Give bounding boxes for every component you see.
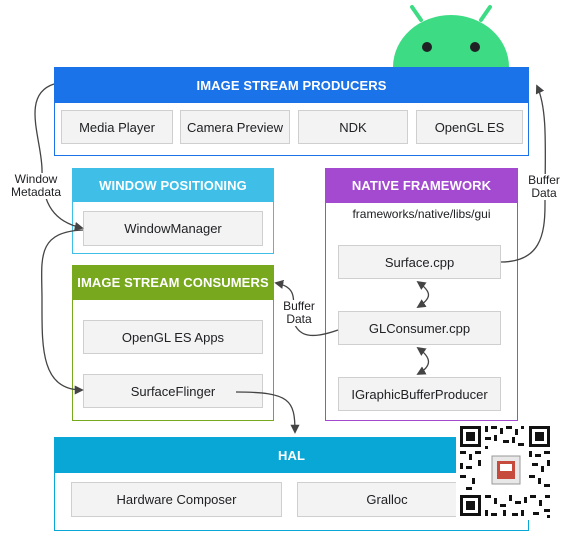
native-framework-path: frameworks/native/libs/gui <box>352 207 491 221</box>
opengl-es-box: OpenGL ES <box>416 110 523 144</box>
window-metadata-label: Window Metadata <box>4 173 68 199</box>
camera-preview-box: Camera Preview <box>180 110 290 144</box>
producers-header: IMAGE STREAM PRODUCERS <box>54 67 529 103</box>
native-framework-header: NATIVE FRAMEWORK <box>325 168 518 203</box>
ndk-box: NDK <box>298 110 408 144</box>
buffer-data-right-label: Buffer Data <box>523 174 565 200</box>
opengl-es-apps-box: OpenGL ES Apps <box>83 320 263 354</box>
media-player-box: Media Player <box>61 110 173 144</box>
glconsumer-cpp-box: GLConsumer.cpp <box>338 311 501 345</box>
window-positioning-header: WINDOW POSITIONING <box>72 168 274 202</box>
consumers-header: IMAGE STREAM CONSUMERS <box>72 265 274 300</box>
window-manager-box: WindowManager <box>83 211 263 246</box>
buffer-data-mid-label: Buffer Data <box>278 300 320 326</box>
igraphicbufferproducer-box: IGraphicBufferProducer <box>338 377 501 411</box>
hal-header: HAL <box>54 437 529 473</box>
hardware-composer-box: Hardware Composer <box>71 482 282 517</box>
surfaceflinger-box: SurfaceFlinger <box>83 374 263 408</box>
surface-cpp-box: Surface.cpp <box>338 245 501 279</box>
gralloc-box: Gralloc <box>297 482 477 517</box>
